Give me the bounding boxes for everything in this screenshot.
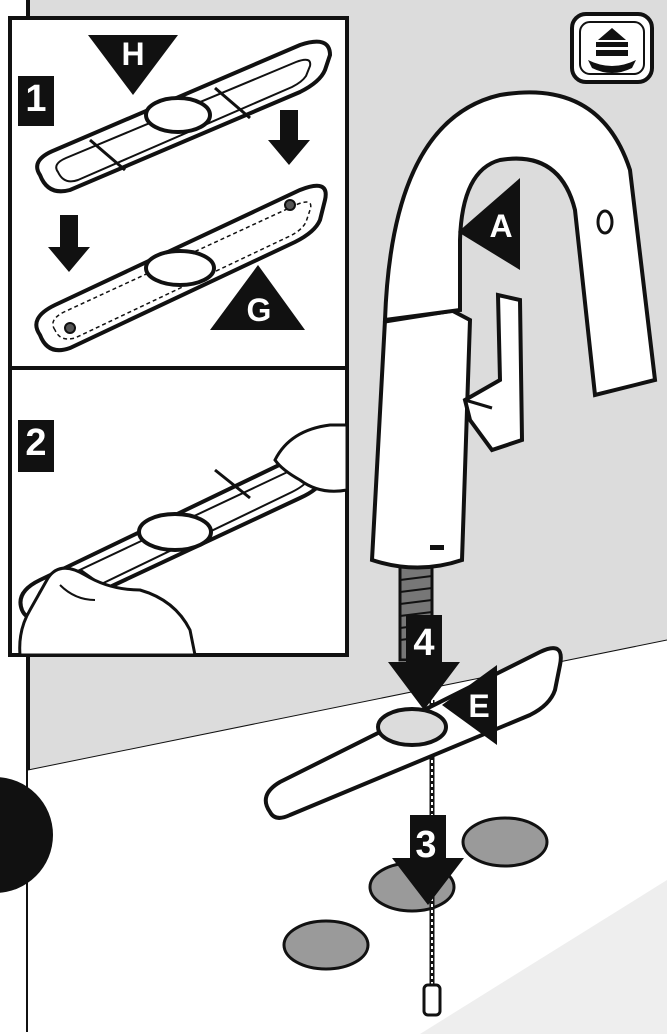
callout-a-triangle (458, 178, 520, 270)
callout-g-label: G (246, 292, 272, 328)
callout-g-triangle (210, 265, 305, 330)
down-arrow-right (268, 110, 310, 165)
step-1-label: 1 (18, 76, 54, 126)
callout-a-label: A (489, 208, 513, 244)
down-arrow-left (48, 215, 90, 272)
callout-h-triangle (88, 35, 178, 95)
step-2-label: 2 (18, 420, 54, 472)
side-marker (0, 777, 53, 893)
step-4-label: 4 (413, 622, 435, 664)
countertop (27, 639, 667, 1034)
arrow-step-3 (392, 815, 464, 905)
callout-h-label: H (121, 36, 145, 72)
callout-e-triangle (442, 665, 497, 745)
step-3-label: 3 (415, 824, 437, 866)
arrow-step-4 (388, 615, 460, 710)
inset-panel-2 (8, 366, 349, 657)
faucet (369, 90, 658, 662)
faucet-install-icon (570, 12, 654, 84)
callout-e-label: E (468, 688, 490, 724)
inset-panel-1 (8, 16, 349, 370)
